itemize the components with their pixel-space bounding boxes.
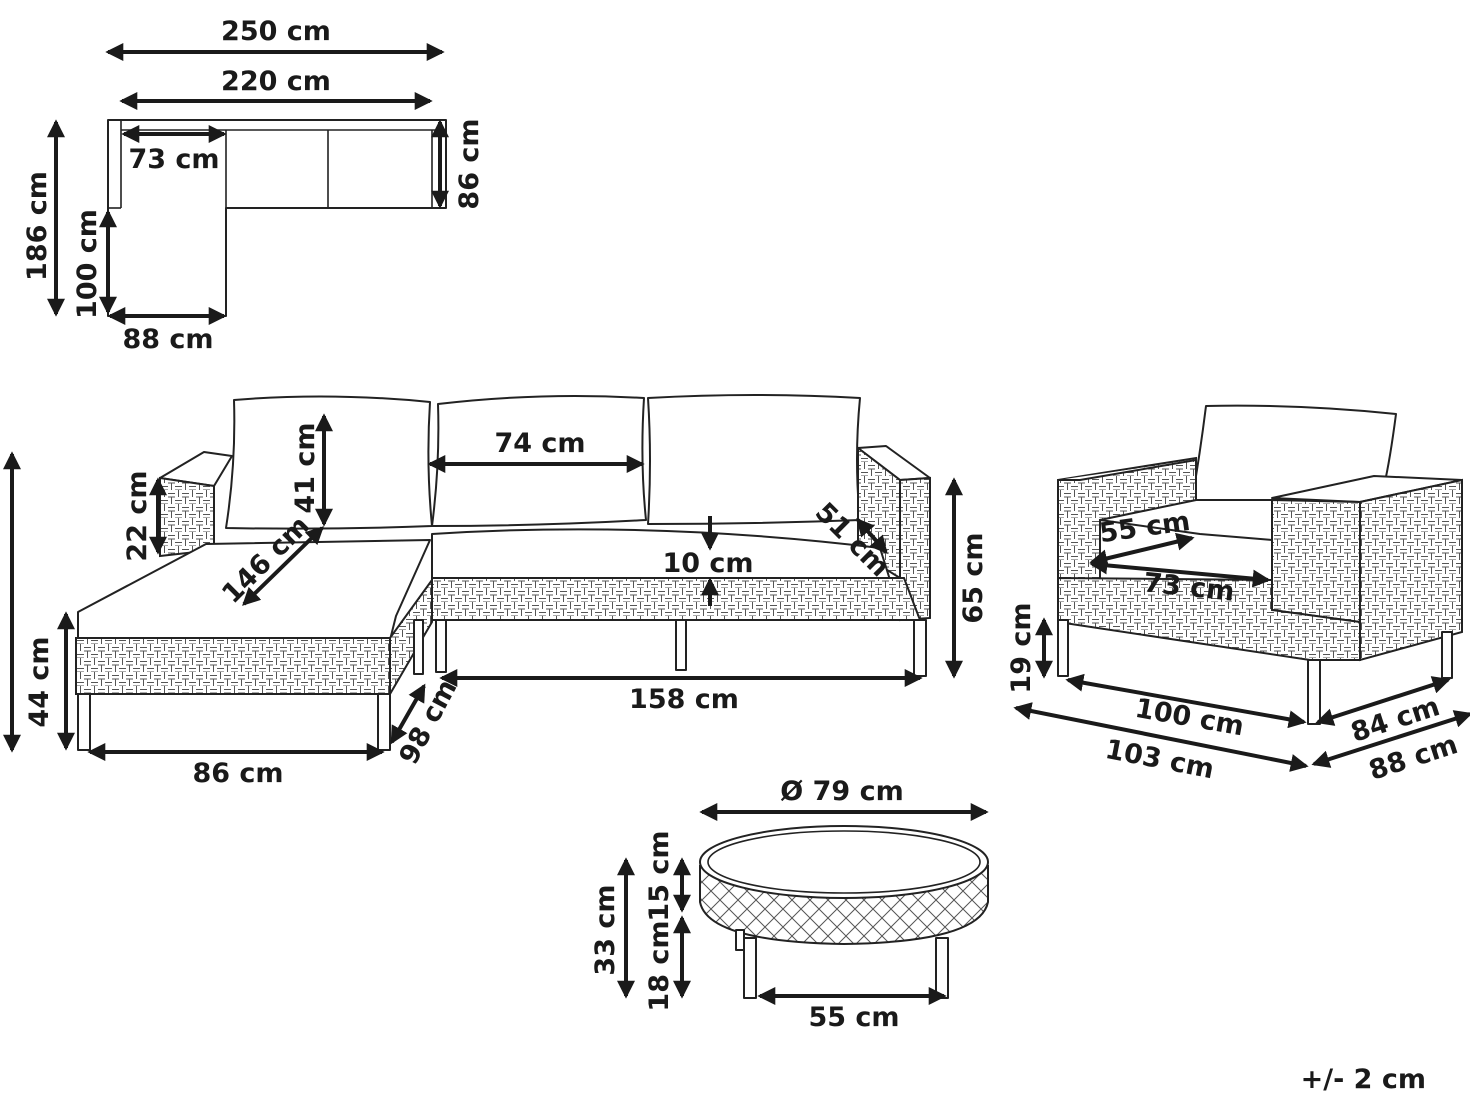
back-cushion-middle: [431, 395, 647, 527]
label-table-diameter: Ø 79 cm: [780, 776, 903, 807]
dim-line-73-chair: [1089, 556, 1271, 588]
label-cushion-height: 41 cm: [290, 422, 321, 513]
dim-line-103: [1013, 702, 1309, 772]
label-sofa-height: 65 cm: [958, 532, 989, 623]
label-seat-height: 44 cm: [24, 636, 55, 727]
label-sofa-length: 158 cm: [629, 684, 739, 715]
label-back-depth: 86 cm: [454, 118, 485, 209]
label-seat-cushion-thickness: 10 cm: [662, 548, 753, 579]
back-cushion-left: [225, 395, 433, 530]
plan-view: 250 cm 220 cm 73 cm 86 cm 186 cm 100 cm …: [22, 16, 485, 355]
label-table-top-height: 15 cm: [644, 830, 675, 921]
label-chaise-width-front: 86 cm: [192, 758, 283, 789]
chair-back-cushion: [1191, 404, 1397, 501]
dim-line-51: [856, 517, 888, 555]
dim-line-88-chair: [1311, 710, 1470, 768]
dim-line-98: [390, 683, 426, 745]
label-overall-depth: 186 cm: [22, 171, 53, 281]
table-view: Ø 79 cm 33 cm 15 cm 18 cm 55 cm: [590, 776, 989, 1033]
label-overall-width: 250 cm: [221, 16, 331, 47]
label-chaise-length: 100 cm: [72, 209, 103, 319]
label-chaise-width: 88 cm: [122, 324, 213, 355]
label-armrest-height: 22 cm: [122, 470, 153, 561]
tolerance-note: +/- 2 cm: [1301, 1064, 1426, 1095]
label-table-leg-height: 18 cm: [644, 920, 675, 1011]
label-table-leg-span: 55 cm: [808, 1002, 899, 1033]
chair-view: 55 cm 73 cm 19 cm 100 cm 103 cm 84 cm 88…: [1006, 404, 1470, 787]
label-chaise-inner-width: 73 cm: [128, 144, 219, 175]
label-cushion-width: 74 cm: [494, 428, 585, 459]
label-chair-leg-height: 19 cm: [1006, 602, 1037, 693]
label-table-height: 33 cm: [590, 884, 621, 975]
label-chair-outer-width: 103 cm: [1103, 734, 1217, 785]
dim-line-146: [242, 526, 324, 606]
label-back-width: 220 cm: [221, 66, 331, 97]
sofa-view: 74 cm 41 cm 22 cm 146 cm 51 cm 10 cm 65 …: [3, 394, 989, 789]
